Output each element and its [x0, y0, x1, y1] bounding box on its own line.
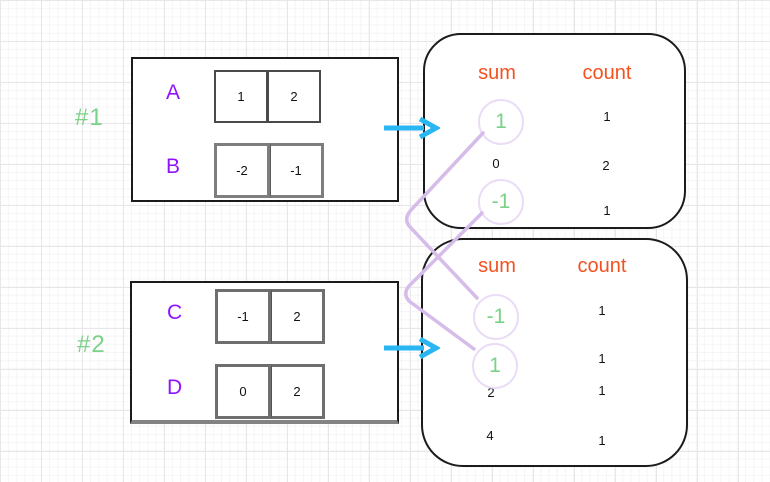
group2-count-row2: 1: [598, 383, 606, 398]
group2-tag: #2: [77, 331, 106, 358]
group2-count-row0: 1: [598, 303, 606, 318]
array-d-cells: 0 2: [215, 364, 325, 419]
group1-sum-row2-circled: -1: [478, 179, 524, 225]
array-d-cell-1: 2: [271, 364, 325, 419]
array-c-cell-1: 2: [271, 289, 325, 344]
group2-sum-row3: 4: [486, 428, 494, 443]
group2-count-header: count: [577, 255, 627, 277]
group1-count-row2: 1: [603, 203, 611, 218]
group1-sum-row1: 0: [492, 156, 500, 171]
array-a-cell-1: 2: [268, 70, 321, 123]
array-c-cell-0: -1: [215, 289, 271, 344]
group1-sum-table: sum count 1 1 0 2 -1 1: [423, 33, 686, 229]
group2-count-row3: 1: [598, 433, 606, 448]
arrow-right-icon: [384, 116, 440, 140]
group1-count-header: count: [582, 62, 632, 84]
array-d-cell-0: 0: [215, 364, 271, 419]
array-b-label: B: [166, 155, 181, 178]
array-a-cell-0: 1: [214, 70, 268, 123]
group2-sum-table: sum count -1 1 1 1 2 1 4 1: [421, 238, 688, 467]
array-b-cell-1: -1: [270, 143, 324, 198]
group2-sum-header: sum: [478, 255, 516, 277]
array-b-cell-0: -2: [214, 143, 270, 198]
group1-sum-row0-circled: 1: [478, 99, 524, 145]
array-a-cells: 1 2: [214, 70, 321, 123]
group1-box: A 1 2 B -2 -1: [131, 57, 399, 202]
array-b-cells: -2 -1: [214, 143, 324, 198]
array-a-label: A: [166, 81, 181, 104]
group2-count-row1: 1: [598, 351, 606, 366]
array-d-label: D: [167, 376, 183, 399]
array-c-cells: -1 2: [215, 289, 325, 344]
group1-sum-header: sum: [478, 62, 516, 84]
group1-count-row0: 1: [603, 109, 611, 124]
group2-sum-row2: 2: [487, 385, 495, 400]
group1-count-row1: 2: [602, 158, 610, 173]
group1-tag: #1: [75, 104, 104, 131]
arrow-right-icon: [384, 336, 440, 360]
array-c-label: C: [167, 301, 183, 324]
group2-sum-row1-circled: 1: [472, 343, 518, 389]
group2-sum-row0-circled: -1: [473, 294, 519, 340]
group2-box: C -1 2 D 0 2: [130, 281, 399, 424]
